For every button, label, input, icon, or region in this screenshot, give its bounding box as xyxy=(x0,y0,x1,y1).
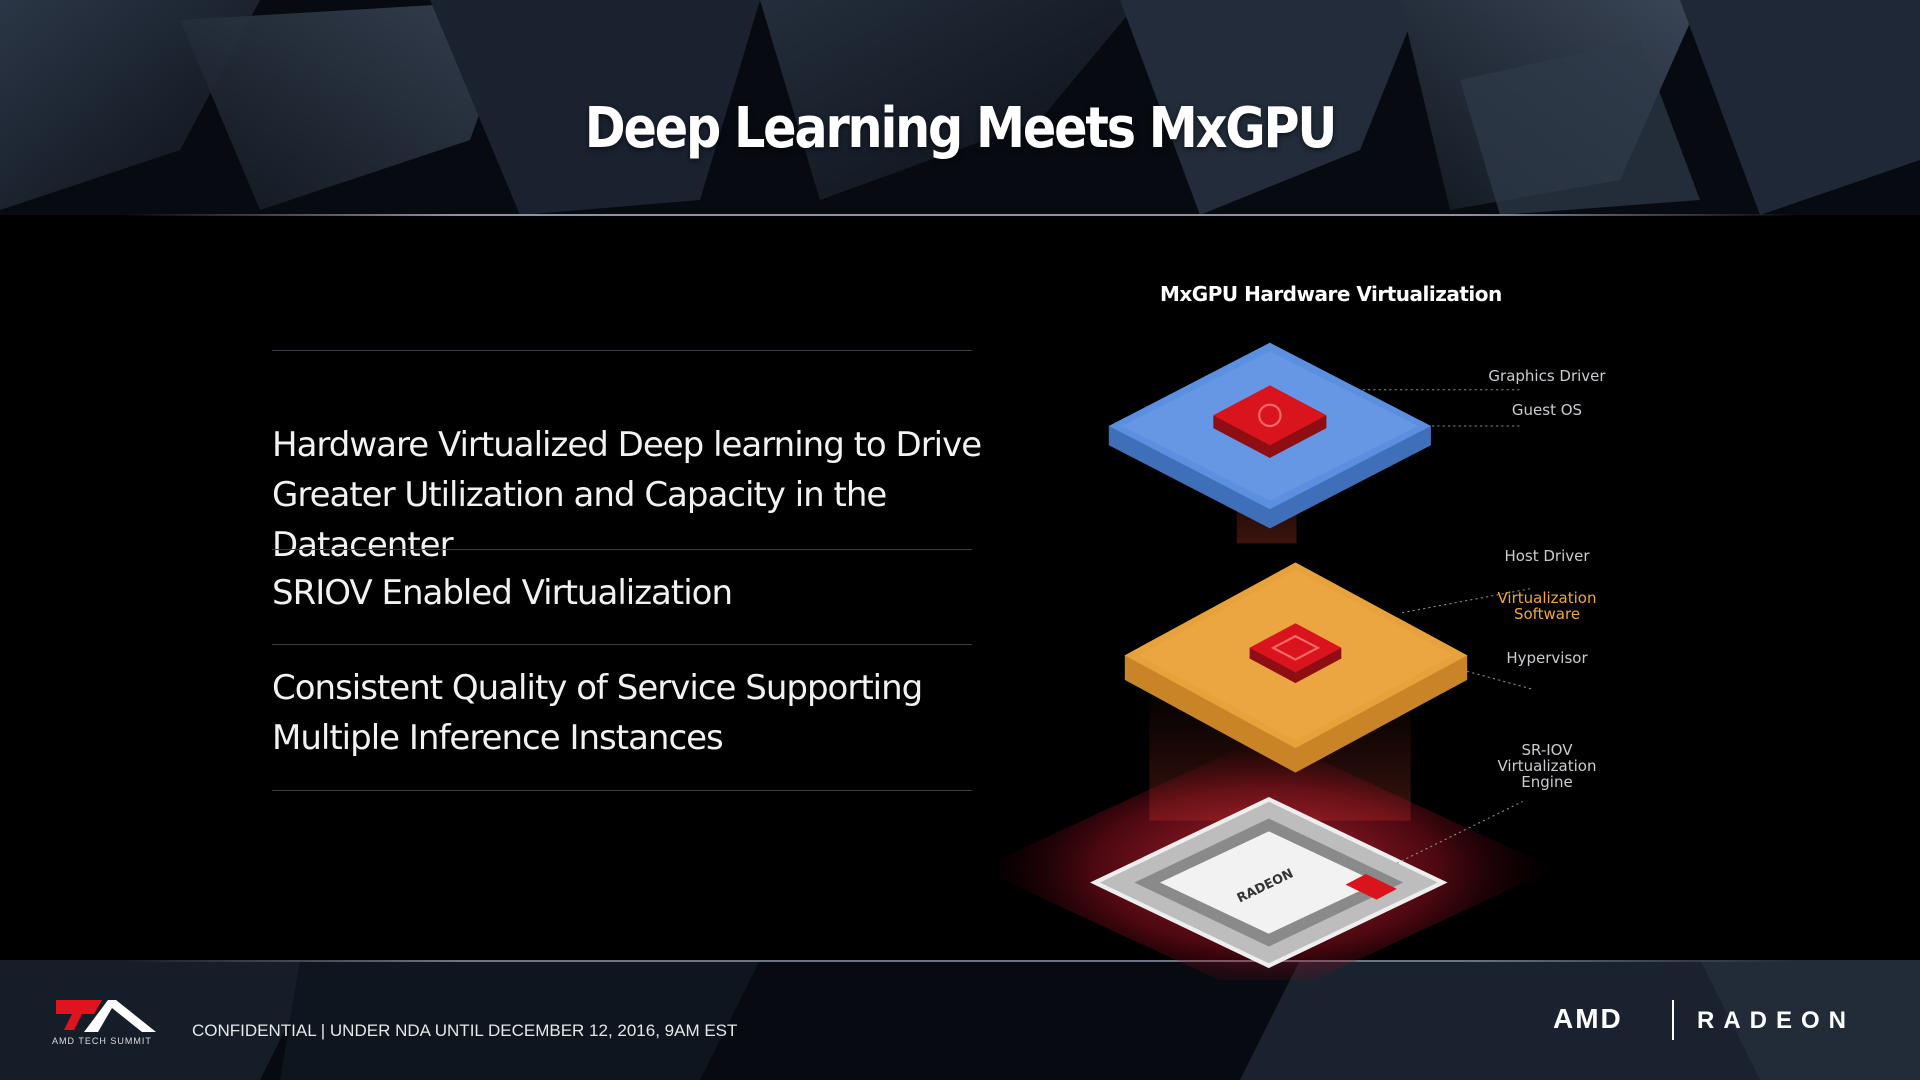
radeon-chip: RADEON xyxy=(1000,735,1555,980)
guest-layer xyxy=(1108,342,1431,529)
confidential-notice: CONFIDENTIAL | UNDER NDA UNTIL DECEMBER … xyxy=(192,1021,738,1040)
slide-title: Deep Learning Meets MxGPU xyxy=(584,96,1338,161)
divider xyxy=(272,549,972,550)
divider xyxy=(272,350,972,351)
radeon-logo: RADEON xyxy=(1697,1007,1856,1034)
diagram-title: MxGPU Hardware Virtualization xyxy=(1160,282,1502,306)
bullet-item: Consistent Quality of Service Supporting… xyxy=(272,668,923,758)
amd-tech-summit-logo xyxy=(56,1000,156,1032)
host-layer xyxy=(1124,562,1468,773)
virtualization-stack-diagram: RADEON xyxy=(1000,342,1555,980)
content-band xyxy=(0,215,1920,960)
bottom-divider xyxy=(120,960,1800,962)
label-graphics-driver: Graphics Driver xyxy=(1488,367,1606,385)
label-virtualization-software: Virtualization Software xyxy=(1497,589,1597,623)
label-hypervisor: Hypervisor xyxy=(1506,649,1588,667)
logo-separator xyxy=(1672,1000,1674,1040)
bullet-item: SRIOV Enabled Virtualization xyxy=(272,573,733,613)
divider xyxy=(272,790,972,791)
divider xyxy=(272,644,972,645)
top-divider xyxy=(120,214,1800,216)
bullet-item: Hardware Virtualized Deep learning to Dr… xyxy=(272,425,982,565)
summit-logo-text: AMD TECH SUMMIT xyxy=(52,1036,152,1046)
label-sriov-engine: SR-IOV Virtualization Engine xyxy=(1497,741,1597,791)
label-guest-os: Guest OS xyxy=(1511,401,1583,419)
label-host-driver: Host Driver xyxy=(1504,547,1590,565)
amd-logo: AMD xyxy=(1553,1003,1623,1034)
